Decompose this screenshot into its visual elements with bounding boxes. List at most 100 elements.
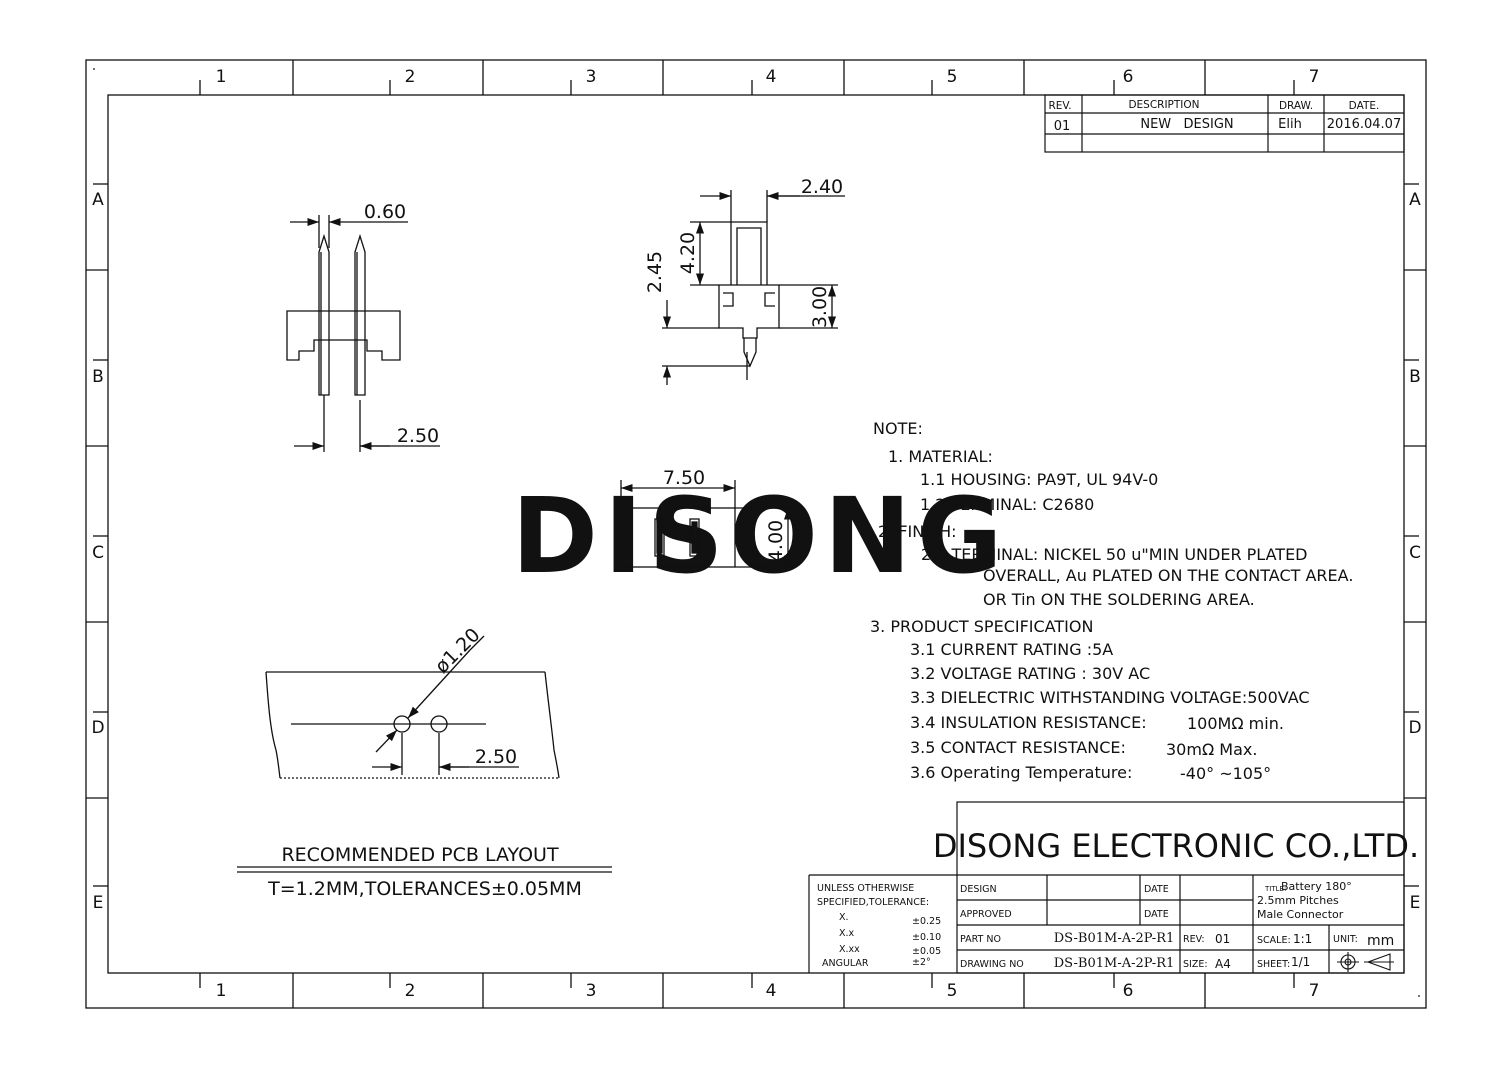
note-spec-value: -40° ~105° — [1180, 764, 1272, 783]
dim-pcb-pitch: 2.50 — [475, 746, 517, 768]
row-label: D — [91, 718, 104, 738]
dim-top-length: 7.50 — [663, 467, 705, 489]
note-spec-item: 3.4 INSULATION RESISTANCE: — [910, 713, 1147, 732]
col-label: 4 — [766, 67, 777, 87]
draw-header: DRAW. — [1279, 100, 1313, 112]
dim-pin-width: 0.60 — [364, 201, 406, 223]
dim-housing-height: 3.00 — [809, 286, 831, 328]
title-line: 2.5mm Pitches — [1257, 894, 1339, 907]
note-finish-line: OR Tin ON THE SOLDERING AREA. — [983, 590, 1255, 609]
rev-value: 01 — [1054, 119, 1071, 134]
date-label: DATE — [1144, 884, 1169, 895]
part-no-value: DS-B01M-A-2P-R1 — [1054, 931, 1175, 946]
dim-pin-above: 4.20 — [677, 232, 699, 274]
drawing-no-label: DRAWING NO — [960, 959, 1024, 970]
note-spec: 3. PRODUCT SPECIFICATION — [870, 617, 1094, 636]
col-label: 1 — [216, 981, 227, 1001]
date-label: DATE — [1144, 909, 1169, 920]
date-header: DATE. — [1349, 100, 1380, 112]
front-view — [286, 215, 440, 452]
pcb-title-underline — [237, 866, 612, 873]
col-label: 3 — [586, 67, 597, 87]
description-header: DESCRIPTION — [1128, 99, 1199, 111]
row-label: D — [1408, 718, 1421, 738]
pcb-layout-title: RECOMMENDED PCB LAYOUT — [281, 844, 559, 866]
drawing-frame — [85, 59, 1427, 1009]
note-spec-item: 3.2 VOLTAGE RATING : 30V AC — [910, 664, 1151, 683]
tolerance-label: X.xx — [839, 944, 860, 955]
note-spec-item: 3.3 DIELECTRIC WITHSTANDING VOLTAGE:500V… — [910, 688, 1310, 707]
title-line: Male Connector — [1257, 908, 1344, 921]
tolerance-heading: SPECIFIED,TOLERANCE: — [817, 897, 929, 908]
approved-label: APPROVED — [960, 909, 1012, 920]
tolerance-heading: UNLESS OTHERWISE — [817, 883, 914, 894]
size-label: SIZE: — [1183, 959, 1208, 970]
tolerance-label: X.x — [839, 928, 855, 939]
notes-heading: NOTE: — [873, 419, 923, 438]
corner-mark — [93, 68, 95, 70]
col-label: 2 — [405, 67, 416, 87]
note-finish-line: 2.1 TERMINAL: NICKEL 50 u"MIN UNDER PLAT… — [921, 545, 1308, 564]
tolerance-value: ±0.25 — [912, 916, 941, 927]
note-spec-item: 3.5 CONTACT RESISTANCE: — [910, 738, 1126, 757]
unit-value: mm — [1367, 933, 1394, 949]
dim-top-depth: 4.00 — [765, 520, 787, 562]
tolerance-label: X. — [839, 912, 849, 923]
col-label: 1 — [216, 67, 227, 87]
row-label: A — [92, 190, 104, 210]
note-finish-line: OVERALL, Au PLATED ON THE CONTACT AREA. — [983, 566, 1354, 585]
rev-value: 01 — [1215, 932, 1230, 946]
col-label: 6 — [1123, 981, 1134, 1001]
note-spec-item: 3.6 Operating Temperature: — [910, 763, 1133, 782]
grid-labels: 1 2 3 4 5 6 7 1 2 3 4 5 6 7 A B C D E A … — [91, 67, 1421, 1001]
tolerance-value: ±0.05 — [912, 946, 941, 957]
title-block — [808, 801, 1405, 974]
col-label: 5 — [947, 981, 958, 1001]
note-finish: 2. FINISH: — [878, 522, 957, 541]
col-label: 7 — [1309, 981, 1320, 1001]
row-label: B — [1409, 367, 1421, 387]
revision-table: REV. DESCRIPTION DRAW. DATE. 01 NEW DESI… — [1044, 94, 1405, 153]
rev-header: REV. — [1048, 100, 1071, 112]
row-label: E — [93, 893, 104, 913]
title-line: Battery 180° — [1281, 880, 1352, 893]
pcb-layout-subtitle: T=1.2MM,TOLERANCES±0.05MM — [267, 878, 582, 900]
row-label: C — [92, 543, 104, 563]
pcb-layout-view — [265, 635, 560, 779]
tolerance-value: ±2° — [912, 957, 931, 968]
row-label: E — [1410, 893, 1421, 913]
note-spec-value: 100MΩ min. — [1187, 714, 1284, 733]
row-label: B — [92, 367, 104, 387]
title-label: TITLE: — [1264, 885, 1286, 893]
corner-mark — [1418, 995, 1420, 997]
unit-label: UNIT: — [1333, 934, 1358, 945]
dim-overall-height: 2.45 — [644, 251, 666, 293]
note-spec-value: 30mΩ Max. — [1166, 740, 1258, 759]
note-spec-item: 3.1 CURRENT RATING :5A — [910, 640, 1114, 659]
top-view — [620, 480, 795, 568]
tolerance-label: ANGULAR — [822, 958, 869, 969]
dim-hole-diameter: ø1.20 — [431, 624, 485, 678]
col-label: 6 — [1123, 67, 1134, 87]
dim-side-width: 2.40 — [801, 176, 843, 198]
draw-value: Elih — [1278, 117, 1302, 132]
rev-label: REV: — [1183, 934, 1205, 945]
sheet-label: SHEET: — [1257, 959, 1290, 970]
tolerance-value: ±0.10 — [912, 932, 941, 943]
col-label: 4 — [766, 981, 777, 1001]
note-terminal: 1.2 TERMINAL: C2680 — [920, 495, 1095, 514]
sheet-value: 1/1 — [1291, 955, 1310, 969]
row-label: A — [1409, 190, 1421, 210]
watermark: DISONG — [512, 475, 1009, 597]
side-view — [662, 190, 845, 385]
scale-value: 1:1 — [1293, 932, 1312, 946]
col-label: 7 — [1309, 67, 1320, 87]
scale-label: SCALE: — [1257, 935, 1291, 946]
dim-pin-pitch: 2.50 — [397, 425, 439, 447]
size-value: A4 — [1215, 957, 1231, 971]
row-label: C — [1409, 543, 1421, 563]
col-label: 2 — [405, 981, 416, 1001]
col-label: 5 — [947, 67, 958, 87]
company-name: DISONG ELECTRONIC CO.,LTD. — [933, 827, 1419, 865]
